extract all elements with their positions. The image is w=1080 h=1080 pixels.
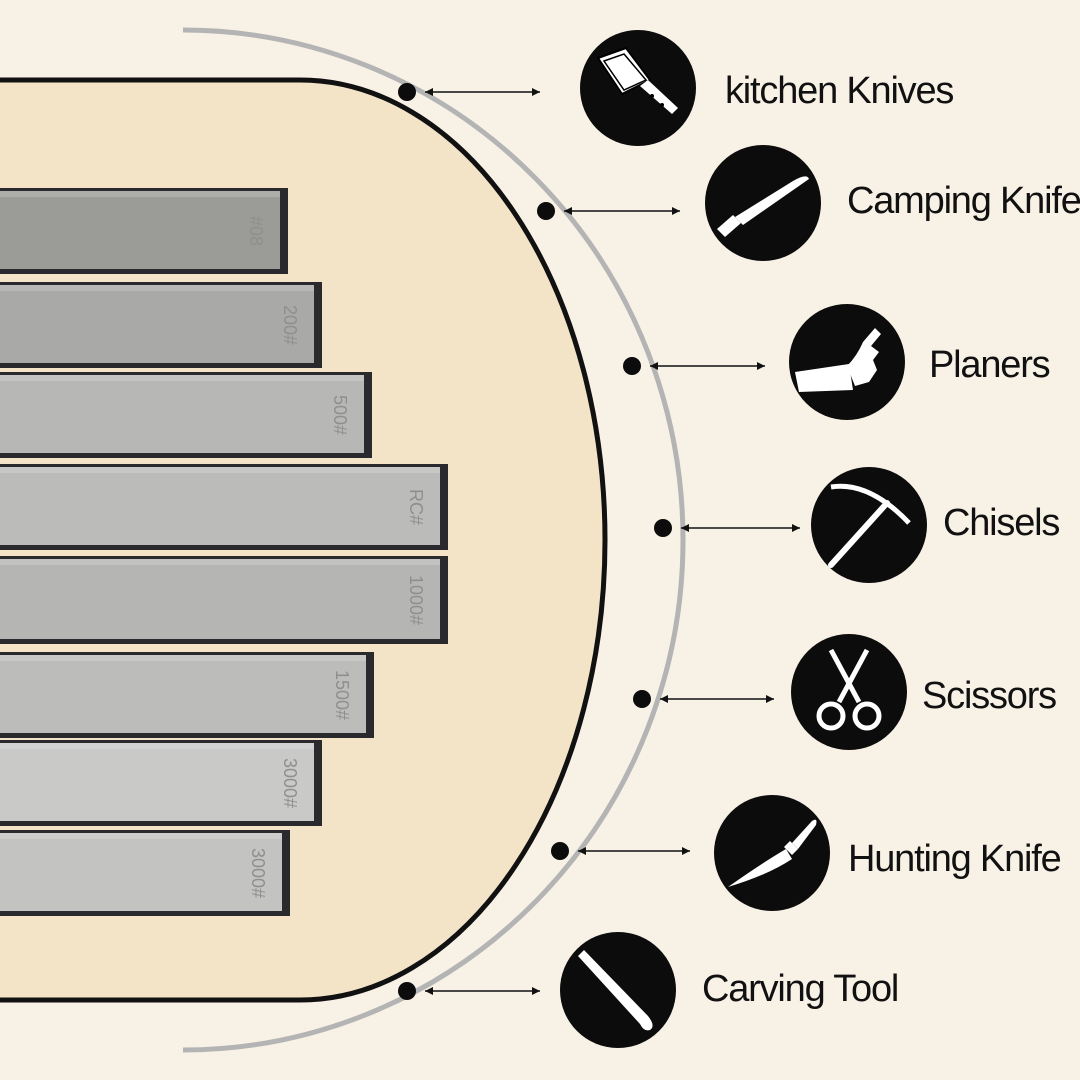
stone-highlight xyxy=(0,375,364,381)
connector xyxy=(654,519,800,537)
arrow-left-icon xyxy=(564,207,572,215)
connector xyxy=(633,690,774,708)
whetstone: 1000# xyxy=(0,556,448,644)
stone-surface xyxy=(0,833,282,911)
stone-surface xyxy=(0,559,440,639)
stone-grit-label: 3000# xyxy=(248,848,268,898)
stone-highlight xyxy=(0,655,366,661)
connector xyxy=(551,842,690,860)
connector-dot xyxy=(398,982,416,1000)
stone-grit-label: 1000# xyxy=(406,575,426,625)
arrow-right-icon xyxy=(532,987,540,995)
tool-label: Planers xyxy=(929,344,1051,386)
stone-surface xyxy=(0,191,280,269)
connector-dot xyxy=(654,519,672,537)
scissors-icon xyxy=(791,634,907,750)
whetstone: 3000# xyxy=(0,830,290,916)
hunting-knife-icon xyxy=(714,795,830,911)
planer-icon xyxy=(789,304,905,420)
camping-knife-icon xyxy=(705,145,821,261)
stone-highlight xyxy=(0,559,440,565)
carving-tool-icon xyxy=(560,932,676,1048)
arrow-left-icon xyxy=(660,695,668,703)
tool-label: Chisels xyxy=(943,502,1060,544)
tool-label: Camping Knife xyxy=(847,180,1080,222)
connector xyxy=(398,83,540,101)
stone-grit-label: RC# xyxy=(406,489,426,525)
arrow-right-icon xyxy=(672,207,680,215)
tool-label: Scissors xyxy=(922,675,1057,717)
connector xyxy=(537,202,680,220)
stone-highlight xyxy=(0,467,440,473)
whetstone: 3000# xyxy=(0,740,322,826)
tool-label: Hunting Knife xyxy=(848,838,1062,880)
connector xyxy=(398,982,540,1000)
pickaxe-icon xyxy=(811,467,927,583)
connector-dot xyxy=(551,842,569,860)
whetstone: RC# xyxy=(0,464,448,550)
cleaver-icon xyxy=(580,30,696,146)
whetstone: #08 xyxy=(0,188,288,274)
stone-grit-label: #08 xyxy=(246,216,266,246)
arrow-right-icon xyxy=(757,362,765,370)
whetstone: 200# xyxy=(0,282,322,368)
whetstone: 1500# xyxy=(0,652,374,738)
arrow-right-icon xyxy=(682,847,690,855)
stone-highlight xyxy=(0,833,282,839)
stone-grit-label: 200# xyxy=(280,305,300,345)
arrow-left-icon xyxy=(650,362,658,370)
arrow-right-icon xyxy=(792,524,800,532)
arrow-left-icon xyxy=(425,987,433,995)
stone-grit-label: 500# xyxy=(330,395,350,435)
connector-dot xyxy=(398,83,416,101)
arrow-left-icon xyxy=(425,88,433,96)
stone-surface xyxy=(0,375,364,453)
tool-icons xyxy=(560,30,927,1048)
arrow-right-icon xyxy=(532,88,540,96)
stone-highlight xyxy=(0,743,314,749)
stone-surface xyxy=(0,467,440,545)
connector-dot xyxy=(623,357,641,375)
stone-surface xyxy=(0,743,314,821)
stone-surface xyxy=(0,655,366,733)
stone-highlight xyxy=(0,285,314,291)
whetstone-stack: #08 200# 500# RC# 1000# 1500# 3000# 3000# xyxy=(0,188,448,916)
divider-arc xyxy=(182,27,686,1053)
arrow-left-icon xyxy=(578,847,586,855)
arrow-left-icon xyxy=(681,524,689,532)
connector-dot xyxy=(537,202,555,220)
arrow-right-icon xyxy=(766,695,774,703)
tool-label: kitchen Knives xyxy=(725,70,954,112)
stone-highlight xyxy=(0,191,280,197)
whetstone: 500# xyxy=(0,372,372,458)
stone-grit-label: 1500# xyxy=(332,670,352,720)
connector-dot xyxy=(633,690,651,708)
stone-grit-label: 3000# xyxy=(280,758,300,808)
connector xyxy=(623,357,765,375)
stone-surface xyxy=(0,285,314,363)
connector-lines xyxy=(398,83,800,1000)
tool-label: Carving Tool xyxy=(702,968,899,1010)
